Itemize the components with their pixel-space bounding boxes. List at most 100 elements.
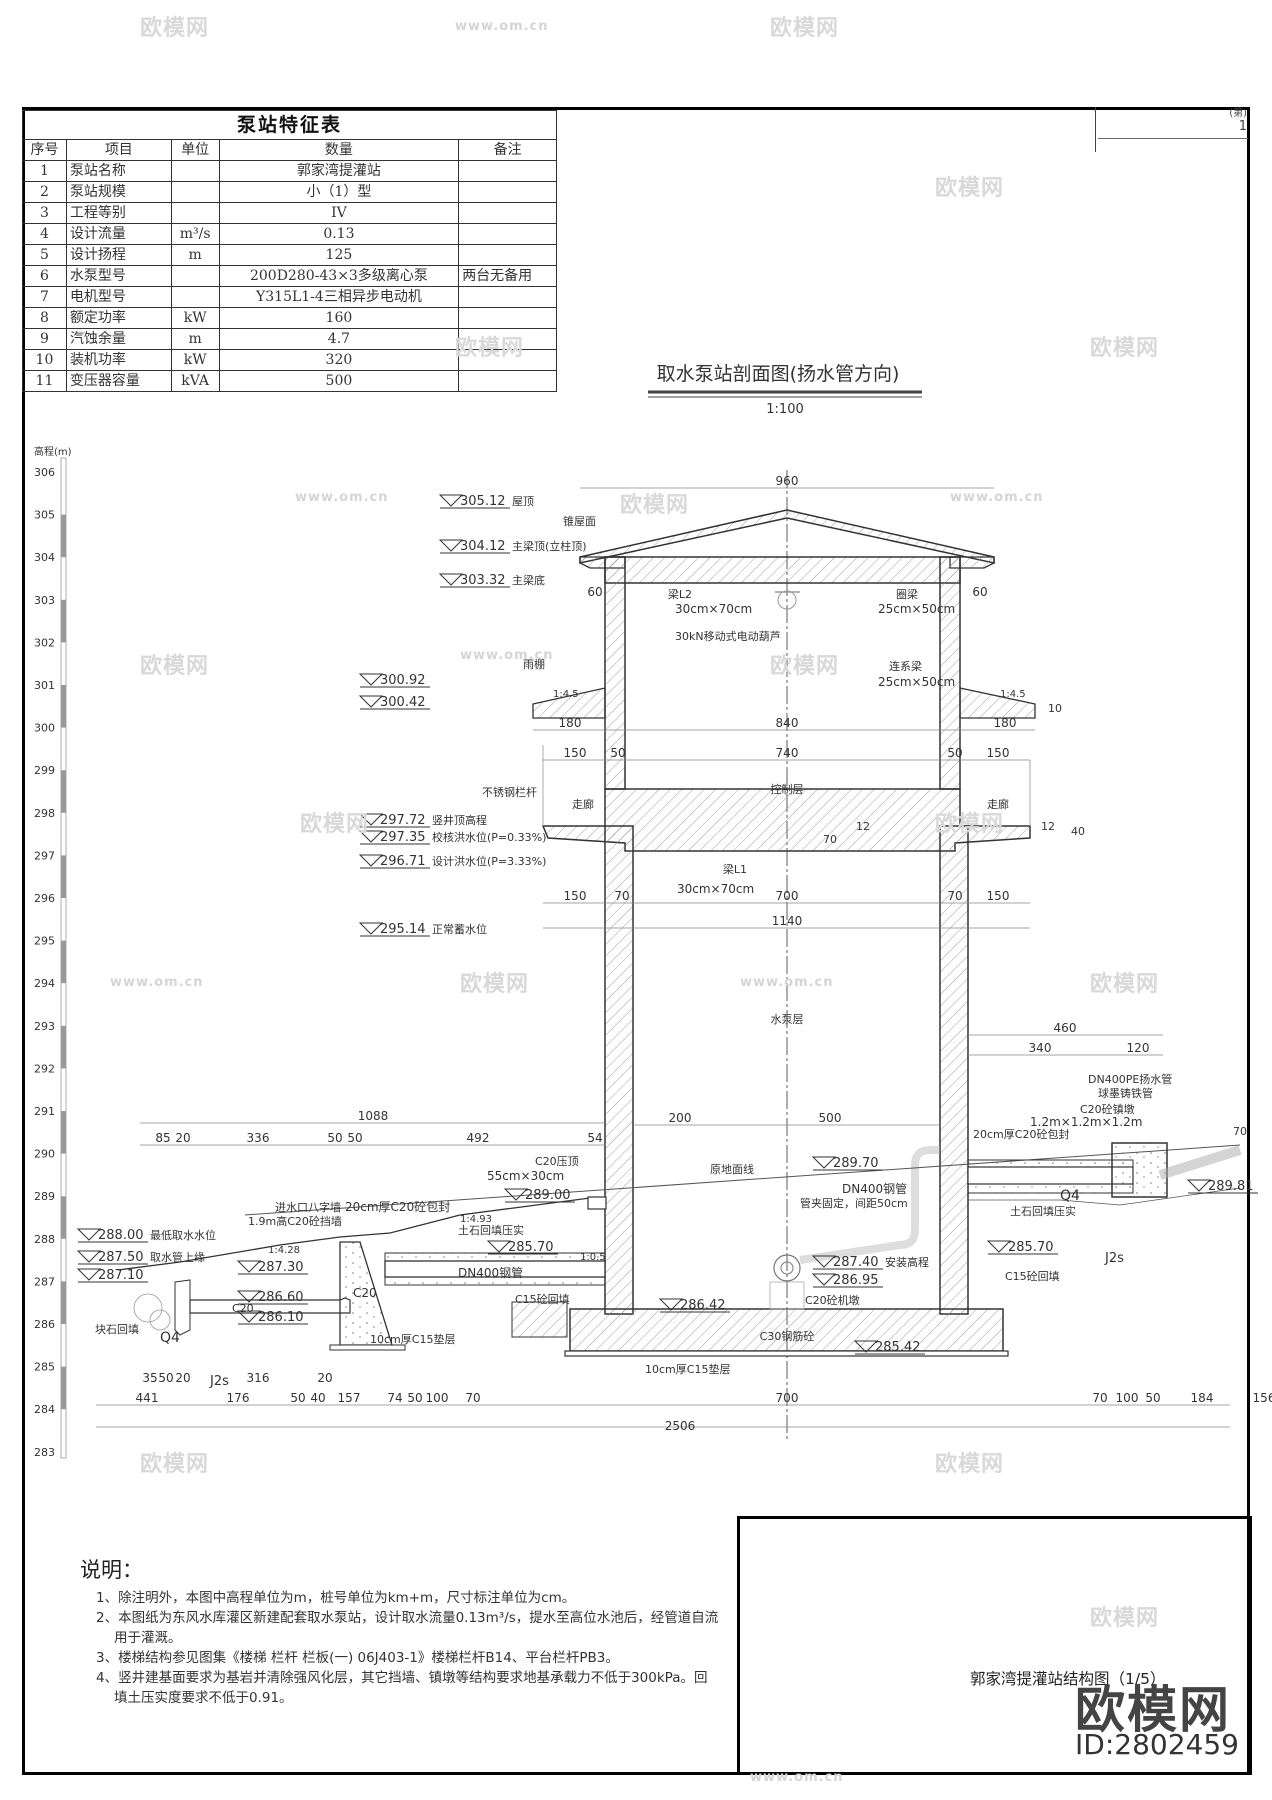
ruler-tick-label: 289 xyxy=(34,1190,55,1203)
dim-value: 100 xyxy=(426,1391,449,1405)
label-cone-roof: 锥屋面 xyxy=(563,515,596,528)
ruler-tick-label: 283 xyxy=(34,1446,55,1459)
ruler-tick-label: 285 xyxy=(34,1361,55,1374)
elevation-label: 屋顶 xyxy=(512,495,534,508)
note-item: 2、本图纸为东风水库灌区新建配套取水泵站，设计取水流量0.13m³/s，提水至高… xyxy=(96,1610,719,1646)
dim-740: 740 xyxy=(776,746,799,760)
dim-70-vertical: 70 xyxy=(823,833,837,846)
elevation-value: 286.60 xyxy=(258,1290,304,1305)
ruler-tick-label: 284 xyxy=(34,1403,55,1416)
dim-70-slope: 70 xyxy=(1233,1125,1247,1138)
dim-150: 150 xyxy=(987,889,1010,903)
spec-cell-value: 郭家湾提灌站 xyxy=(218,160,460,182)
spec-cell-value: 160 xyxy=(218,307,460,329)
elevation-triangle-icon xyxy=(358,695,384,708)
dim-840: 840 xyxy=(776,716,799,730)
spec-cell-item: 变压器容量 xyxy=(65,370,172,392)
elevation-marker: 285.70 xyxy=(486,1240,558,1255)
spec-cell-unit: kW xyxy=(170,349,220,371)
dim-value: 176 xyxy=(227,1391,250,1405)
ruler-tick-label: 306 xyxy=(34,466,55,479)
elevation-triangle-icon xyxy=(486,1240,512,1253)
ruler-tick-label: 295 xyxy=(34,935,55,948)
dim-value: 50 xyxy=(347,1131,362,1145)
dim-960: 960 xyxy=(776,474,799,488)
dim-value: 70 xyxy=(1092,1391,1107,1405)
label-tie-beam-size: 25cm×50cm xyxy=(878,675,955,689)
dimension-lines xyxy=(96,487,1230,1428)
elevation-value: 289.00 xyxy=(525,1188,571,1203)
dim-70: 70 xyxy=(614,889,629,903)
ruler-tick-label: 288 xyxy=(34,1233,55,1246)
elevation-triangle-icon xyxy=(853,1340,879,1353)
label-backfill-right: 土石回填压实 xyxy=(1010,1204,1076,1218)
ruler-label: 高程(m) xyxy=(34,445,72,458)
watermark-logo: 欧模网 xyxy=(140,654,210,679)
sheet-number-value: 1 xyxy=(1238,119,1247,134)
elevation-marker: 289.00 xyxy=(503,1188,575,1203)
label-encasement-left: 20cm厚C20砼包封 xyxy=(345,1200,450,1214)
spec-table-header: 序号 项目 单位 数量 备注 xyxy=(22,139,557,161)
elevation-marker: 287.30 xyxy=(236,1260,308,1275)
elevation-label: 最低取水水位 xyxy=(150,1228,216,1242)
elevation-value: 289.81 xyxy=(1208,1179,1254,1194)
label-dn400-steel-inside: DN400钢管 xyxy=(842,1181,907,1196)
dim-150: 150 xyxy=(564,889,587,903)
elevation-value: 287.10 xyxy=(98,1268,144,1283)
dim-value: 50 xyxy=(158,1371,173,1385)
dim-value: 184 xyxy=(1191,1391,1214,1405)
ruler-tick-label: 292 xyxy=(34,1062,55,1075)
label-slope-45b: 1:4.5 xyxy=(1000,689,1026,700)
sheet-number-label: (第) xyxy=(1229,108,1247,119)
dim-value: 20 xyxy=(317,1371,332,1385)
label-dn400pe-pipe: DN400PE扬水管 xyxy=(1088,1072,1172,1086)
ruler-tick-label: 297 xyxy=(34,849,55,862)
dim-12: 12 xyxy=(856,820,870,833)
dim-500: 500 xyxy=(819,1111,842,1125)
dim-value: 70 xyxy=(465,1391,480,1405)
dim-60-right: 60 xyxy=(972,585,987,599)
label-inlet-wall: 进水口八字墙 xyxy=(275,1200,341,1214)
label-j2-right: J2s xyxy=(1104,1251,1124,1266)
elevation-value: 297.35 xyxy=(380,830,426,845)
elevation-triangle-icon xyxy=(811,1255,837,1268)
watermark-logo: 欧模网 xyxy=(455,336,525,361)
elevation-triangle-icon xyxy=(76,1250,102,1263)
watermark-logo: 欧模网 xyxy=(1090,336,1160,361)
dim-value: 50 xyxy=(1145,1391,1160,1405)
watermark-url: www.om.cn xyxy=(750,1770,844,1785)
label-base-slab: C30钢筋砼 xyxy=(760,1329,815,1343)
label-slope-05: 1:0.5 xyxy=(580,1252,606,1263)
dim-value: 156 xyxy=(1253,1391,1272,1405)
dim-2506: 2506 xyxy=(665,1419,696,1433)
intake-structure xyxy=(117,1196,607,1351)
dim-1088: 1088 xyxy=(358,1109,389,1123)
watermark-url: www.om.cn xyxy=(110,975,204,990)
elevation-value: 287.30 xyxy=(258,1260,304,1275)
label-anchor-block: C20砼镇墩 xyxy=(1080,1102,1135,1116)
spec-cell-no: 11 xyxy=(22,370,67,392)
dim-value: 54 xyxy=(587,1131,602,1145)
elevation-triangle-icon xyxy=(236,1260,262,1273)
elevation-triangle-icon xyxy=(76,1228,102,1241)
spec-cell-item: 工程等别 xyxy=(65,202,172,224)
label-slope-493: 1:4.93 xyxy=(460,1214,492,1225)
dim-180-right: 180 xyxy=(994,716,1017,730)
elevation-label: 主梁底 xyxy=(512,573,545,587)
elevation-value: 300.42 xyxy=(380,695,426,710)
label-q4-left: Q4 xyxy=(160,1330,180,1346)
dim-150: 150 xyxy=(564,746,587,760)
label-tie-beam: 连系梁 xyxy=(889,659,922,673)
spec-cell-item: 泵站规模 xyxy=(65,181,172,203)
elevation-value: 287.50 xyxy=(98,1250,144,1265)
elevation-label: 取水管上缘 xyxy=(150,1250,205,1264)
elevation-value: 303.32 xyxy=(460,573,506,588)
dim-value: 20 xyxy=(175,1371,190,1385)
elevation-ruler: 高程(m) 3063053043033023013002992982972962… xyxy=(34,445,72,1459)
